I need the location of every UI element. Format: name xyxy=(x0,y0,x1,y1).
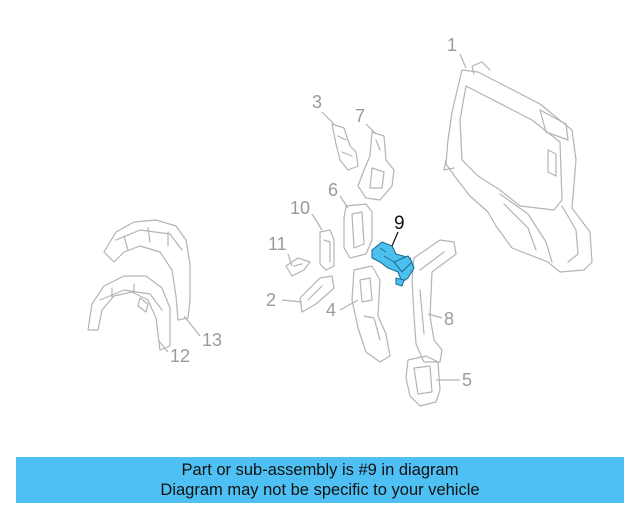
part-9-highlighted xyxy=(371,241,415,287)
part-4-pillar xyxy=(351,265,391,363)
part-6-channel xyxy=(343,203,373,259)
parts-diagram: 1 2 3 4 5 6 7 8 9 10 11 12 13 xyxy=(87,35,593,407)
leader-lines xyxy=(157,53,467,381)
callout-11: 11 xyxy=(268,234,287,254)
callouts: 1 2 3 4 5 6 7 8 9 10 11 12 13 xyxy=(170,35,472,390)
callout-9: 9 xyxy=(394,213,405,234)
callout-8: 8 xyxy=(444,309,454,329)
callout-12: 12 xyxy=(170,346,190,366)
part-10-channel xyxy=(319,229,335,271)
part-1-quarter-panel xyxy=(443,61,593,273)
part-8-side-member xyxy=(411,239,457,363)
part-12-liner xyxy=(87,275,171,351)
part-2-bracket xyxy=(299,275,335,313)
callout-7: 7 xyxy=(355,106,365,126)
banner-line-1: Part or sub-assembly is #9 in diagram xyxy=(181,461,459,479)
callout-1: 1 xyxy=(447,35,457,55)
part-3-bracket xyxy=(331,123,359,171)
callout-3: 3 xyxy=(312,92,322,112)
callout-10: 10 xyxy=(290,198,310,218)
callout-5: 5 xyxy=(462,370,472,390)
banner-line-2: Diagram may not be specific to your vehi… xyxy=(160,481,480,499)
part-5-bracket xyxy=(405,355,441,407)
info-banner: Part or sub-assembly is #9 in diagram Di… xyxy=(16,457,624,503)
part-7-reinforcement xyxy=(357,131,395,201)
part-13-wheelhouse xyxy=(103,219,191,321)
callout-4: 4 xyxy=(326,300,336,320)
callout-2: 2 xyxy=(266,290,276,310)
callout-6: 6 xyxy=(328,180,338,200)
callout-13: 13 xyxy=(202,330,222,350)
part-11-clip xyxy=(285,257,311,277)
